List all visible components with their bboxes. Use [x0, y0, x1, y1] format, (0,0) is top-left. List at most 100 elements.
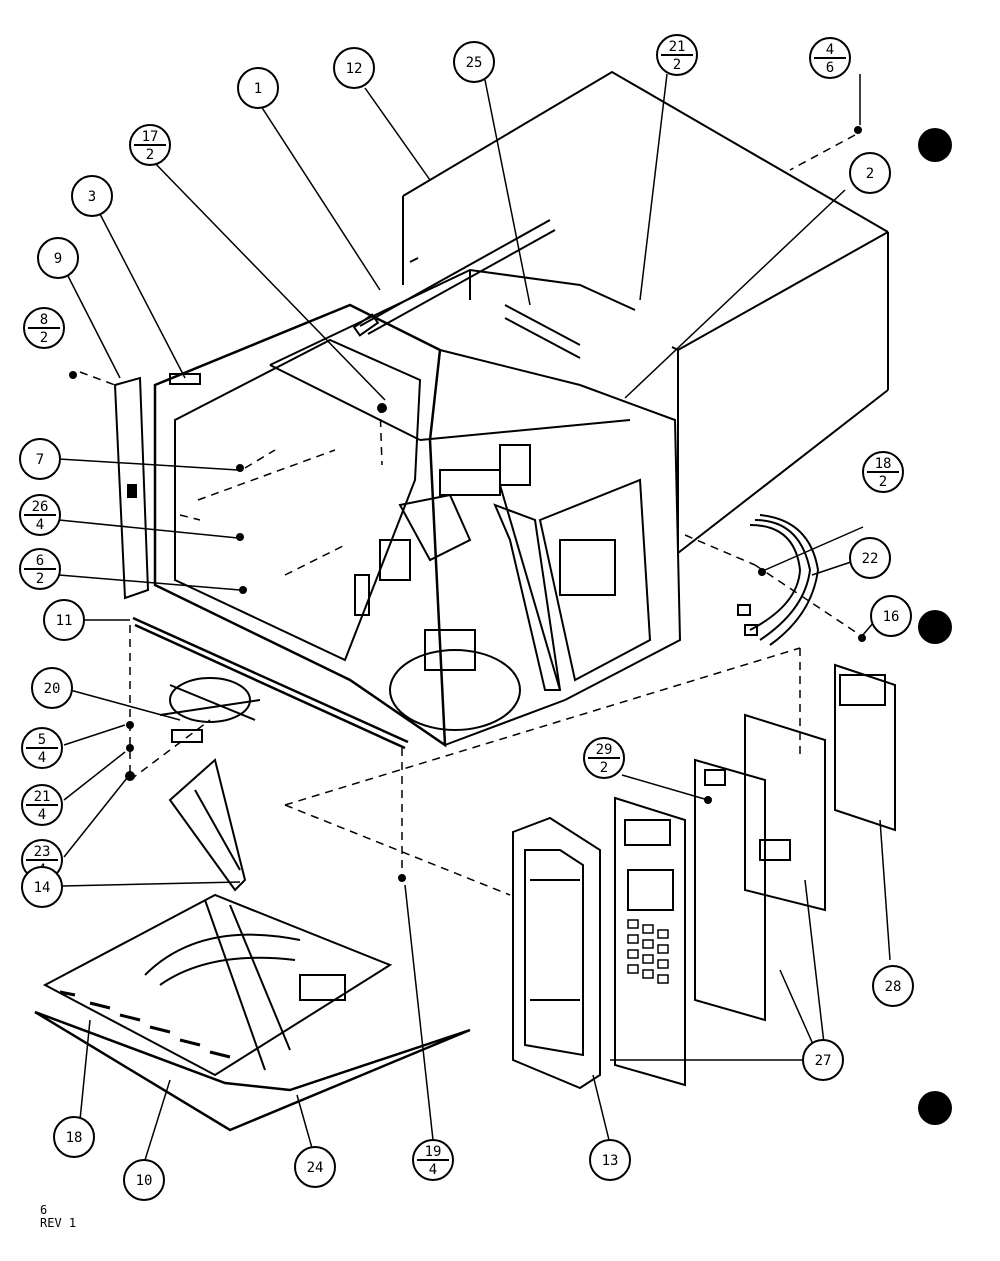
screw-icon — [377, 403, 387, 413]
callout-16: 16 — [870, 595, 912, 637]
leader-lines — [58, 73, 891, 1161]
callout-9: 9 — [37, 237, 79, 279]
revision-label: REV 1 — [40, 1216, 77, 1230]
door-panel — [512, 816, 601, 1090]
callout-21-4-top: 21 — [34, 789, 51, 805]
callout-1-label: 1 — [254, 81, 262, 97]
callout-13-label: 13 — [602, 1153, 619, 1169]
callout-18-2: 18 2 — [862, 451, 904, 493]
callout-5-4: 5 4 — [21, 727, 63, 769]
callout-21-4: 21 4 — [21, 784, 63, 826]
screw-icon — [126, 744, 134, 752]
callout-8-2-top: 8 — [40, 312, 48, 328]
callout-7-label: 7 — [36, 452, 44, 468]
callout-12: 12 — [333, 47, 375, 89]
callout-26-4: 26 4 — [19, 494, 61, 536]
binder-hole-bottom — [918, 1091, 952, 1125]
screw-icon — [858, 634, 866, 642]
screw-icon — [854, 126, 862, 134]
callout-22-label: 22 — [862, 551, 879, 567]
callouts: 1 12 25 21 2 4 6 17 2 3 — [19, 34, 914, 1201]
callout-28-label: 28 — [885, 979, 902, 995]
callout-25: 25 — [453, 41, 495, 83]
callout-17-2-bottom: 2 — [146, 147, 154, 163]
callout-21-2-bottom: 2 — [673, 57, 681, 73]
callout-26-4-bottom: 4 — [36, 517, 44, 533]
callout-3-label: 3 — [88, 189, 96, 205]
callout-6-2-bottom: 2 — [36, 571, 44, 587]
screw-icon — [758, 568, 766, 576]
callout-14-label: 14 — [34, 880, 51, 896]
screws — [69, 126, 866, 882]
screw-icon — [398, 874, 406, 882]
callout-26-4-top: 26 — [32, 499, 49, 515]
callout-14: 14 — [21, 866, 63, 908]
callout-5-4-top: 5 — [38, 732, 46, 748]
callout-18-label: 18 — [66, 1130, 83, 1146]
callout-29-2-bottom: 2 — [600, 760, 608, 776]
callout-20: 20 — [31, 667, 73, 709]
callout-25-label: 25 — [466, 55, 483, 71]
outer-cabinet — [402, 70, 889, 554]
callout-19-4: 19 4 — [412, 1139, 454, 1181]
callout-5-4-bottom: 4 — [38, 750, 46, 766]
callout-11-label: 11 — [56, 613, 73, 629]
callout-10-label: 10 — [136, 1173, 153, 1189]
callout-4-6-bottom: 6 — [826, 60, 834, 76]
callout-21-2-top: 21 — [669, 39, 686, 55]
callout-6-2: 6 2 — [19, 548, 61, 590]
callout-27-label: 27 — [815, 1053, 832, 1069]
callout-4-6: 4 6 — [809, 37, 851, 79]
screw-icon — [126, 721, 134, 729]
choke-bar — [132, 616, 409, 750]
binder-holes — [918, 128, 952, 1125]
callout-1: 1 — [237, 67, 279, 109]
callout-8-2: 8 2 — [23, 307, 65, 349]
callout-10: 10 — [123, 1159, 165, 1201]
screw-icon — [236, 533, 244, 541]
control-panel — [614, 663, 896, 1087]
callout-6-2-top: 6 — [36, 553, 44, 569]
callout-20-label: 20 — [44, 681, 61, 697]
callout-28: 28 — [872, 965, 914, 1007]
callout-19-4-top: 19 — [425, 1144, 442, 1160]
binder-hole-middle — [918, 610, 952, 644]
callout-18: 18 — [53, 1116, 95, 1158]
screw-icon — [236, 464, 244, 472]
oven-cavity-chassis — [153, 219, 682, 748]
door-side-panel — [113, 376, 150, 600]
callout-3: 3 — [71, 175, 113, 217]
screw-icon — [239, 586, 247, 594]
callout-17-2-top: 17 — [142, 129, 159, 145]
callout-17-2: 17 2 — [129, 124, 171, 166]
callout-18-2-bottom: 2 — [879, 474, 887, 490]
callout-11: 11 — [43, 599, 85, 641]
callout-24-label: 24 — [307, 1160, 324, 1176]
callout-12-label: 12 — [346, 61, 363, 77]
callout-21-2: 21 2 — [656, 34, 698, 76]
callout-29-2: 29 2 — [583, 737, 625, 779]
callout-27: 27 — [802, 1039, 844, 1081]
screw-icon — [69, 371, 77, 379]
callout-22: 22 — [849, 537, 891, 579]
base-plate — [34, 893, 471, 1132]
callout-23-4-top: 23 — [34, 844, 51, 860]
callout-9-label: 9 — [54, 251, 62, 267]
callout-2: 2 — [849, 152, 891, 194]
page-number: 6 — [40, 1203, 48, 1217]
callout-7: 7 — [19, 438, 61, 480]
assembly-guide-lines — [79, 134, 861, 896]
callout-2-label: 2 — [866, 166, 874, 182]
stirrer-fan — [159, 677, 261, 743]
callout-19-4-bottom: 4 — [429, 1162, 437, 1178]
binder-hole-top — [918, 128, 952, 162]
callout-18-2-top: 18 — [875, 456, 892, 472]
wire-harness — [737, 514, 820, 646]
waveguide-duct — [168, 758, 247, 892]
callout-21-4-bottom: 4 — [38, 807, 46, 823]
callout-13: 13 — [589, 1139, 631, 1181]
callout-29-2-top: 29 — [596, 742, 613, 758]
callout-8-2-bottom: 2 — [40, 330, 48, 346]
